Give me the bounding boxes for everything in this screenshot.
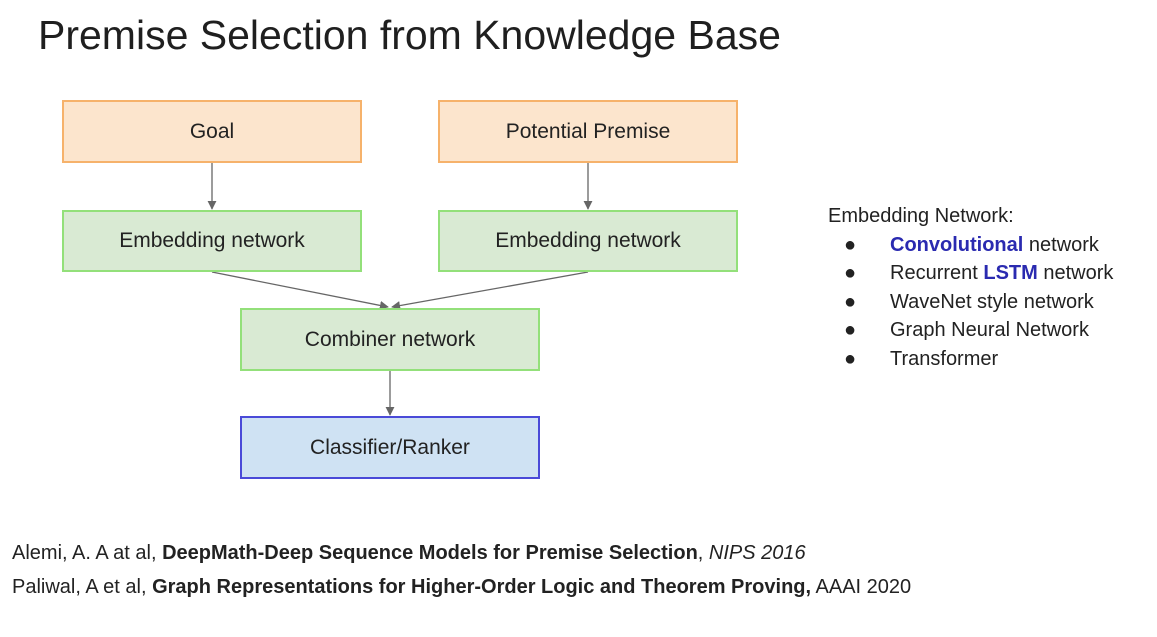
legend-item-convolutional: ●Convolutional network	[828, 231, 1140, 260]
embedding-network-node-left: Embedding network	[62, 210, 362, 272]
combiner-network-label: Combiner network	[304, 327, 476, 351]
legend-item-graph-neural-network: ●Graph Neural Network	[828, 316, 1140, 345]
bullet-icon: ●	[844, 319, 857, 341]
slide-title: Premise Selection from Knowledge Base	[38, 12, 781, 58]
arrow-right-embedding-to-combiner	[391, 271, 589, 311]
legend-list: ●Convolutional network ●Recurrent LSTM n…	[828, 231, 1140, 374]
classifier-ranker-node: Classifier/Ranker	[240, 416, 540, 479]
legend-item-transformer: ●Transformer	[828, 345, 1140, 374]
goal-node-label: Goal	[189, 119, 235, 143]
reference-authors: Alemi, A. A at al,	[12, 542, 163, 564]
classifier-ranker-label: Classifier/Ranker	[310, 435, 470, 459]
embedding-network-left-label: Embedding network	[119, 229, 305, 252]
reference-title: DeepMath-Deep Sequence Models for Premis…	[162, 542, 698, 564]
legend-highlight-lstm: LSTM	[983, 262, 1038, 284]
potential-premise-node-label: Potential Premise	[505, 119, 671, 143]
reference-venue: AAAI 2020	[815, 576, 912, 598]
reference-venue: NIPS 2016	[708, 542, 806, 564]
arrow-left-embedding-to-combiner	[211, 271, 389, 310]
references: Alemi, A. A at al, DeepMath-Deep Sequenc…	[12, 540, 1072, 600]
combiner-network-node: Combiner network	[240, 308, 540, 371]
reference-authors: Paliwal, A et al,	[12, 576, 153, 598]
bullet-icon: ●	[844, 262, 857, 284]
reference-graph-representations: Paliwal, A et al, Graph Representations …	[12, 574, 1072, 600]
legend-heading: Embedding Network:	[828, 205, 1014, 227]
embedding-network-legend: Embedding Network: ●Convolutional networ…	[828, 202, 1140, 373]
legend-highlight-convolutional: Convolutional	[890, 233, 1024, 256]
legend-item-wavenet: ●WaveNet style network	[828, 288, 1140, 317]
bullet-icon: ●	[844, 233, 857, 256]
reference-title: Graph Representations for Higher-Order L…	[152, 576, 812, 598]
bullet-icon: ●	[844, 347, 857, 370]
embedding-network-node-right: Embedding network	[438, 210, 738, 272]
potential-premise-node: Potential Premise	[438, 100, 738, 163]
goal-node: Goal	[62, 100, 362, 163]
reference-deepmath: Alemi, A. A at al, DeepMath-Deep Sequenc…	[12, 542, 806, 564]
legend-item-recurrent-lstm: ●Recurrent LSTM network	[828, 259, 1140, 288]
bullet-icon: ●	[844, 290, 857, 313]
embedding-network-right-label: Embedding network	[495, 229, 681, 252]
